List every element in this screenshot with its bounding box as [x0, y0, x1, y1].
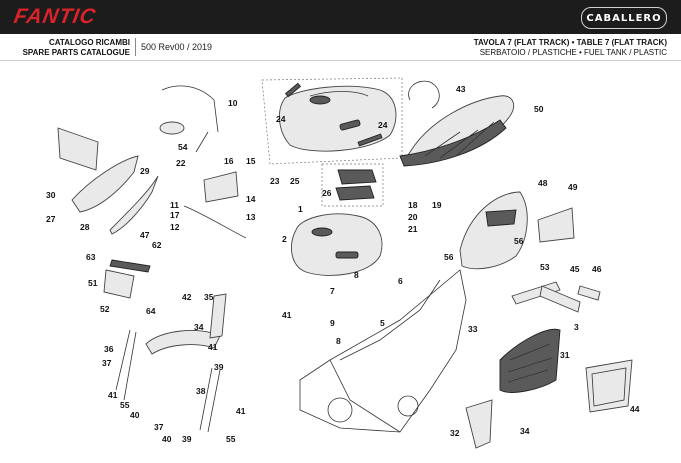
- callout-8-top: 8: [354, 270, 359, 280]
- callout-56-top: 19: [432, 200, 442, 210]
- callout-37-left: 36: [104, 344, 114, 354]
- callout-29: 29: [140, 166, 150, 176]
- callout-labels: 10 54 22 16 15 30 29 27 28 11 17 14 13 1…: [46, 84, 640, 444]
- grille-panels-drawing: [335, 169, 377, 201]
- callout-39-left: 40: [130, 410, 140, 420]
- catalog-header: CATALOGO RICAMBI SPARE PARTS CATALOGUE 5…: [0, 34, 681, 61]
- callout-28: 28: [80, 222, 90, 232]
- top-bar: FANTIC CABALLERO: [0, 0, 681, 34]
- callout-37-right: 41: [236, 406, 246, 416]
- callout-39-right: 40: [162, 434, 172, 444]
- callout-55-right: 39: [182, 434, 192, 444]
- frame-drawing: [299, 269, 467, 433]
- callout-5: 9: [330, 318, 335, 328]
- callout-45: 53: [540, 262, 550, 272]
- callout-62: 47: [140, 230, 150, 240]
- callout-1: 1: [298, 204, 303, 214]
- callout-2: 2: [282, 234, 287, 244]
- callout-20: 20: [408, 212, 418, 222]
- callout-34-right: 32: [450, 428, 460, 438]
- callout-50: 50: [534, 104, 544, 114]
- callout-42: 64: [146, 306, 156, 316]
- callout-10: 10: [228, 98, 238, 108]
- callout-56-mid: 56: [444, 252, 454, 262]
- callout-30: 30: [46, 190, 56, 200]
- callout-13: 13: [246, 212, 256, 222]
- rear-bracket-drawing: [511, 281, 601, 313]
- callout-48: 48: [538, 178, 548, 188]
- callout-25: 25: [290, 176, 300, 186]
- number-plate-bracket-drawing: [103, 259, 151, 299]
- callout-11: 11: [170, 200, 179, 210]
- callout-32: 44: [630, 404, 640, 414]
- callout-41-c: 38: [196, 386, 206, 396]
- callout-41-b: 37: [102, 358, 112, 368]
- callout-16: 16: [224, 156, 234, 166]
- table-subtitle-line: SERBATOIO / PLASTICHE • FUEL TANK / PLAS…: [479, 48, 667, 57]
- callout-44: 33: [468, 324, 478, 334]
- callout-7: 7: [330, 286, 335, 296]
- side-panel-left-drawing: [57, 127, 159, 235]
- callout-3: 8: [336, 336, 341, 346]
- catalog-title: CATALOGO RICAMBI SPARE PARTS CATALOGUE: [14, 38, 130, 58]
- callout-64: 52: [100, 304, 110, 314]
- callout-46: 45: [570, 264, 580, 274]
- callout-33: 31: [560, 350, 570, 360]
- callout-35-right: 34: [520, 426, 530, 436]
- callout-38: 39: [214, 362, 224, 372]
- callout-22: 22: [176, 158, 186, 168]
- lower-bracket-drawing: [465, 399, 493, 449]
- callout-51: 63: [86, 252, 96, 262]
- callout-41-a: 34: [194, 322, 204, 332]
- callout-15: 15: [246, 156, 256, 166]
- callout-40-left: 55: [120, 400, 130, 410]
- seat-drawing: [399, 95, 514, 167]
- callout-63: 62: [152, 240, 162, 250]
- callout-43: 43: [456, 84, 466, 94]
- tank-cover-drawing: [279, 82, 397, 152]
- callout-8-bottom: 5: [380, 318, 385, 328]
- callout-49: 49: [568, 182, 578, 192]
- brand-logo: FANTIC: [12, 5, 98, 28]
- callout-24-right: 24: [378, 120, 388, 130]
- callout-36: 41: [208, 342, 218, 352]
- callout-12: 12: [170, 222, 180, 232]
- callout-41-d: 55: [226, 434, 236, 444]
- callout-31: 3: [574, 322, 579, 332]
- ring-clip-drawing: [408, 80, 440, 109]
- tail-section-drawing: [459, 191, 575, 270]
- table-title: TAVOLA 7 (FLAT TRACK) • TABLE 7 (FLAT TR…: [474, 38, 667, 58]
- revision-label: 500 Rev00 / 2019: [141, 42, 213, 52]
- callout-9: 41: [282, 310, 292, 320]
- callout-52: 51: [88, 278, 98, 288]
- table-title-line: TAVOLA 7 (FLAT TRACK) • TABLE 7 (FLAT TR…: [473, 38, 667, 47]
- callout-40-right: 37: [154, 422, 164, 432]
- catalog-title-en: SPARE PARTS CATALOGUE: [22, 48, 130, 57]
- catalog-title-it: CATALOGO RICAMBI: [48, 38, 130, 47]
- exploded-parts-diagram: 10 54 22 16 15 30 29 27 28 11 17 14 13 1…: [46, 77, 640, 449]
- callout-53: 56: [514, 236, 524, 246]
- callout-47: 46: [592, 264, 602, 274]
- callout-6: 6: [398, 276, 403, 286]
- callout-14: 14: [246, 194, 256, 204]
- callout-18: 18: [408, 200, 418, 210]
- airbox-hose-drawing: [159, 85, 247, 239]
- callout-54: 54: [178, 142, 188, 152]
- callout-26: 26: [322, 188, 332, 198]
- callout-34-left: 35: [204, 292, 214, 302]
- callout-21: 21: [408, 224, 418, 234]
- callout-23: 23: [270, 176, 280, 186]
- header-divider: [135, 38, 136, 56]
- callout-24-left: 24: [276, 114, 286, 124]
- callout-55-left: 41: [108, 390, 118, 400]
- callout-35-left: 42: [182, 292, 192, 302]
- callout-17: 17: [170, 210, 180, 220]
- front-fender-drawing: [115, 293, 227, 433]
- callout-27: 27: [46, 214, 56, 224]
- fuel-tank-drawing: [290, 213, 383, 276]
- skid-plate-drawing: [499, 328, 561, 393]
- model-badge: CABALLERO: [581, 7, 667, 29]
- grille-group-outline: [321, 163, 384, 207]
